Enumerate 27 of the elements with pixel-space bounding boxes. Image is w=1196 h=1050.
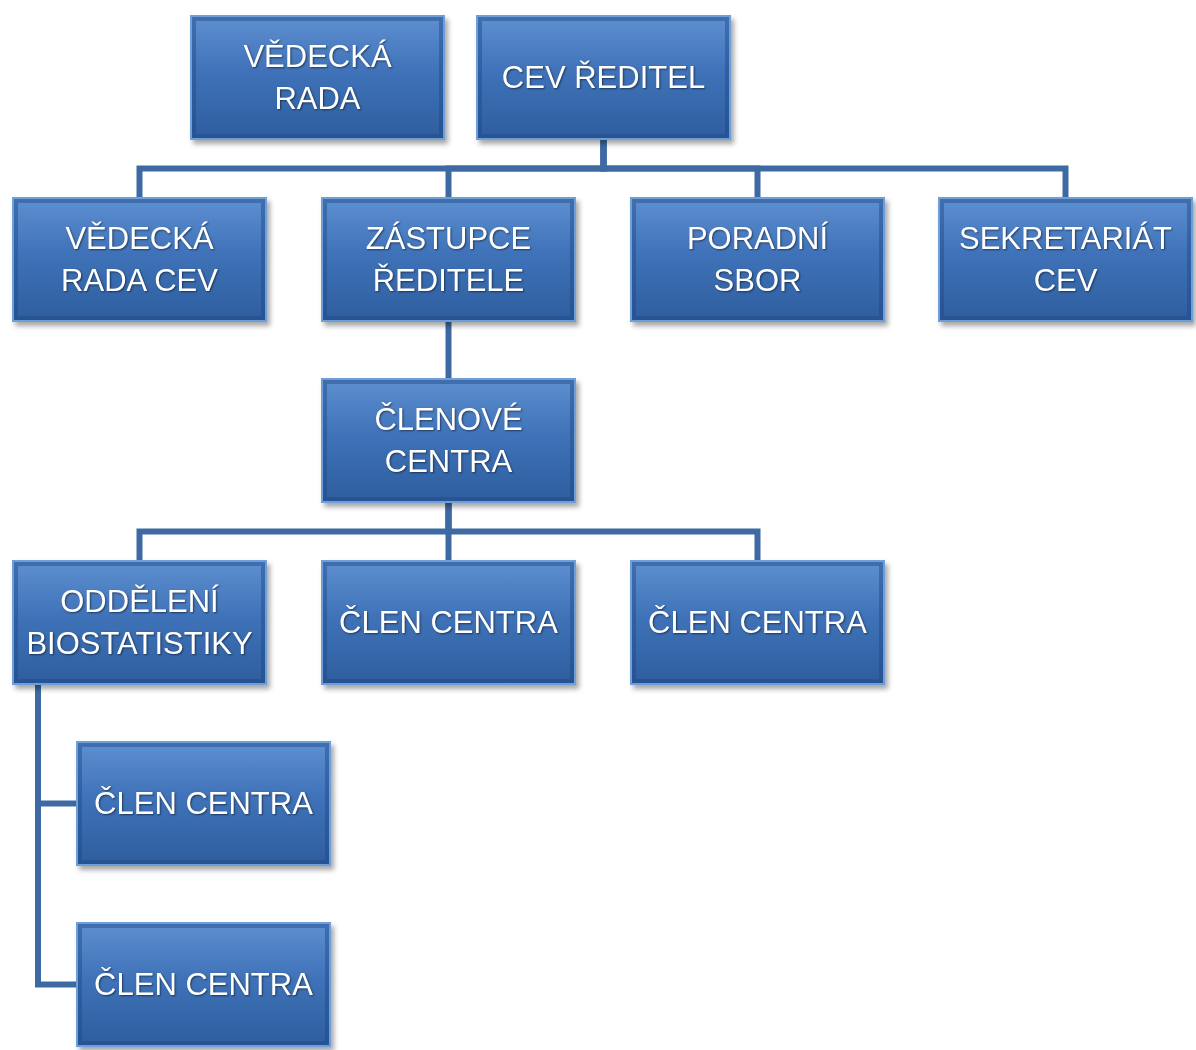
connector-line bbox=[445, 322, 452, 378]
org-box bbox=[938, 197, 1193, 322]
connector-line bbox=[600, 140, 1069, 197]
box-label: ČLEN CENTRA bbox=[339, 603, 558, 642]
org-box bbox=[321, 378, 576, 503]
box-label: ČLEN CENTRA bbox=[648, 603, 867, 642]
box-label: SEKRETARIÁT CEV bbox=[958, 219, 1173, 300]
box-label: ČLENOVÉ CENTRA bbox=[373, 400, 524, 481]
connector-line bbox=[445, 503, 761, 560]
box-label: ČLEN CENTRA bbox=[94, 784, 313, 823]
org-box bbox=[630, 197, 885, 322]
box-label: VĚDECKÁ RADA bbox=[242, 37, 393, 118]
org-box bbox=[12, 560, 267, 685]
box-label: ČLEN CENTRA bbox=[94, 965, 313, 1004]
box-label: PORADNÍ SBOR bbox=[685, 219, 830, 300]
org-box bbox=[321, 560, 576, 685]
org-box bbox=[76, 741, 331, 866]
box-label: CEV ŘEDITEL bbox=[501, 58, 706, 97]
org-box bbox=[12, 197, 267, 322]
box-label: VĚDECKÁ RADA CEV bbox=[60, 219, 219, 300]
org-box bbox=[190, 15, 445, 140]
org-box bbox=[76, 922, 331, 1047]
org-box bbox=[321, 197, 576, 322]
org-box bbox=[630, 560, 885, 685]
box-label: ZÁSTUPCE ŘEDITELE bbox=[364, 219, 533, 300]
org-box bbox=[476, 15, 731, 140]
box-label: ODDĚLENÍ BIOSTATISTIKY bbox=[25, 582, 254, 663]
